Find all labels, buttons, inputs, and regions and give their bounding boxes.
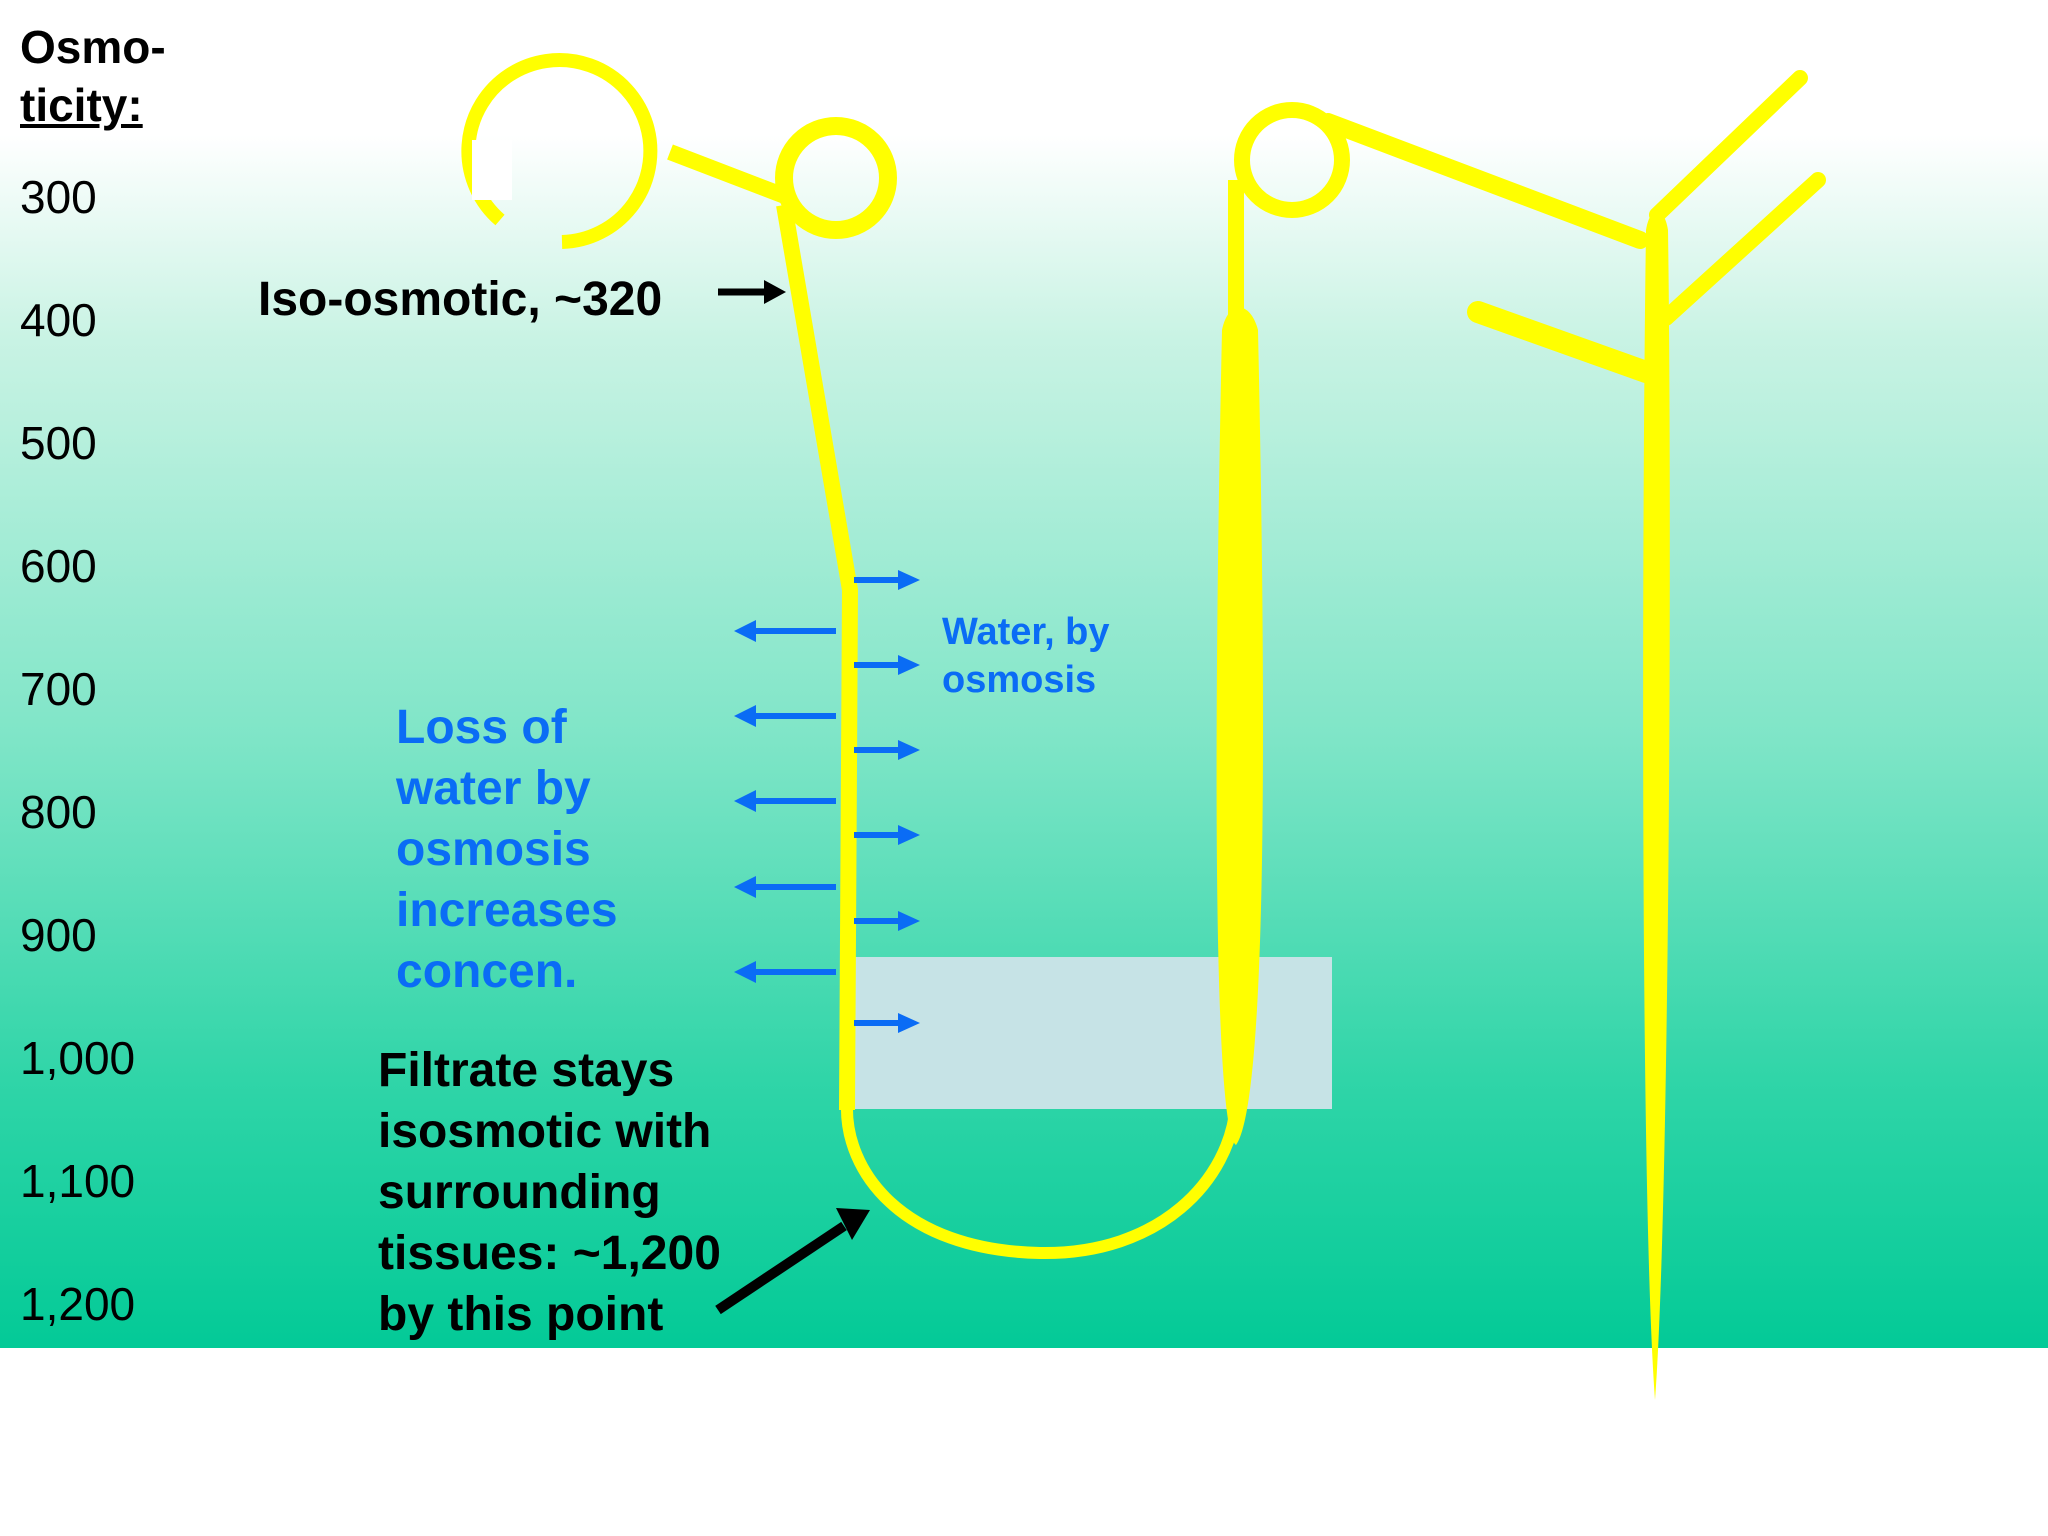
water-osmosis-label: Water, by osmosis [942, 611, 1110, 701]
water-out-arrows [854, 570, 920, 1033]
osmolarity-scale-title: Osmo- ticity: [20, 18, 166, 134]
scale-tick: 700 [20, 663, 97, 715]
iso-osmotic-arrow [718, 280, 786, 304]
water-loss-arrow [734, 790, 836, 812]
scale-tick: 600 [20, 540, 97, 592]
scale-title-line2: ticity: [20, 79, 143, 131]
water-out-arrow [854, 911, 920, 931]
collecting-branch-upper [1649, 70, 1808, 223]
iso-osmotic-label: Iso-osmotic, ~320 [258, 273, 663, 326]
scale-tick: 300 [20, 171, 97, 223]
water-out-arrow [854, 655, 920, 675]
scale-tick: 400 [20, 294, 97, 346]
scale-title-line1: Osmo- [20, 21, 166, 73]
water-out-arrow [854, 570, 920, 590]
collecting-branch-left [1467, 301, 1657, 383]
highlight-box [850, 957, 1332, 1109]
filtrate-pointer-arrow [715, 1208, 870, 1315]
distal-connector [1319, 113, 1649, 249]
water-loss-arrow [734, 705, 836, 727]
osmolarity-gradient-background [0, 0, 2048, 1348]
capsule-connector [667, 144, 793, 206]
water-loss-arrow [734, 620, 836, 642]
water-loss-arrow [734, 876, 836, 898]
ascending-limb [1216, 307, 1264, 1145]
scale-tick: 500 [20, 417, 97, 469]
loop-of-henle-bend [840, 1104, 1242, 1260]
water-out-arrow [854, 825, 920, 845]
descending-limb [776, 203, 858, 1111]
proximal-tubule-coil [775, 117, 897, 239]
water-out-arrow [854, 740, 920, 760]
water-loss-label: Loss of water by osmosis increases conce… [396, 701, 618, 998]
water-loss-arrows [734, 620, 836, 983]
distal-tubule-coil [1234, 102, 1350, 218]
water-out-arrow [854, 1013, 920, 1033]
water-loss-arrow [734, 961, 836, 983]
collecting-branch-right [1658, 172, 1826, 326]
collecting-duct [1643, 211, 1670, 1400]
scale-tick: 800 [20, 786, 97, 838]
bowmans-capsule [461, 53, 658, 249]
filtrate-label: Filtrate stays isosmotic with surroundin… [378, 1044, 721, 1341]
capsule-opening [472, 140, 512, 200]
scale-tick: 1,200 [20, 1278, 136, 1330]
scale-tick: 1,000 [20, 1032, 136, 1084]
scale-tick: 900 [20, 909, 97, 961]
scale-tick: 1,100 [20, 1155, 136, 1207]
